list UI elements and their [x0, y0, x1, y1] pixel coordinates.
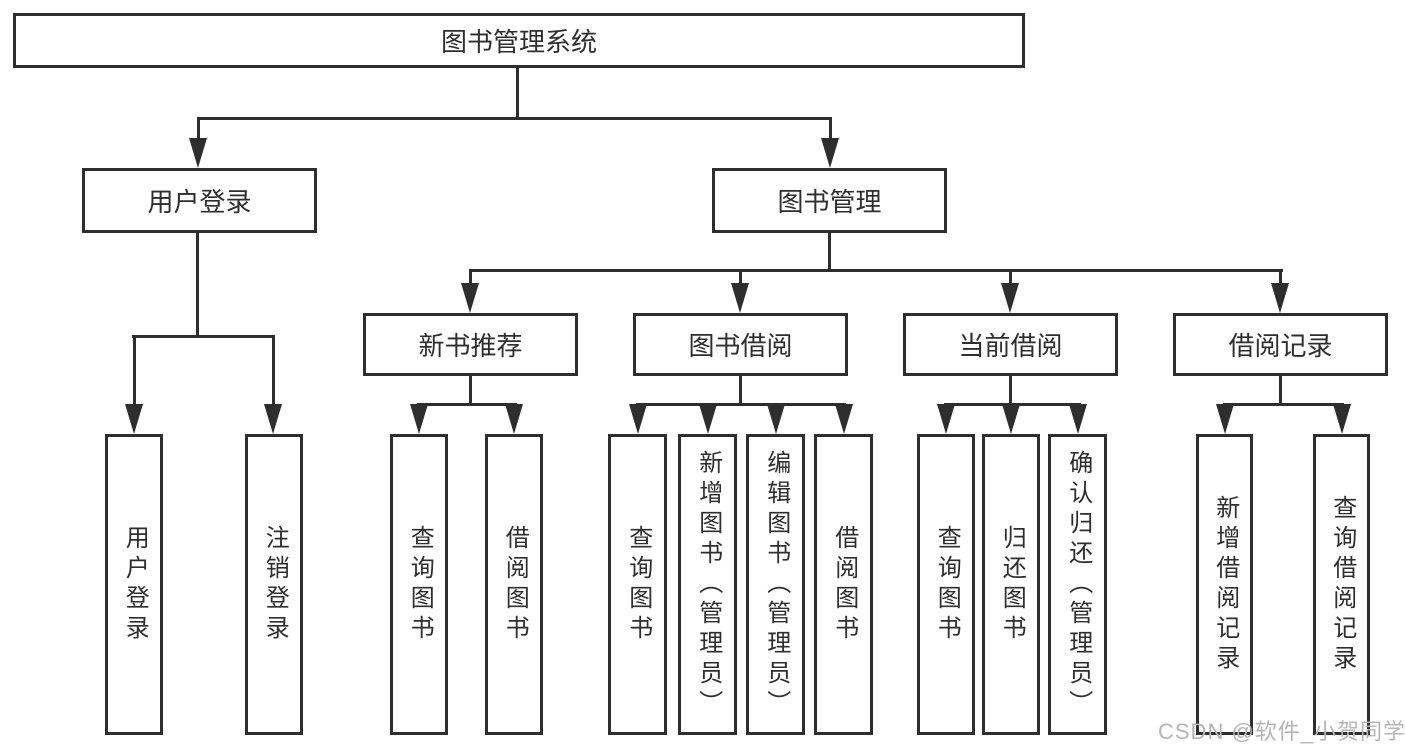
arrowhead-down-icon: [410, 404, 428, 434]
connector-vline: [196, 233, 199, 338]
node-label: 借阅图书: [830, 524, 858, 645]
connector-hline: [417, 403, 517, 406]
node-label: 归还图书: [998, 524, 1026, 645]
connector-hline: [469, 269, 1283, 272]
node-label: 用户登录: [147, 187, 252, 217]
arrowhead-down-icon: [505, 404, 523, 434]
arrowhead-down-icon: [629, 404, 647, 434]
arrowhead-down-icon: [1271, 283, 1289, 313]
node-new-book-recommend: 新书推荐: [363, 313, 578, 376]
node-borrowing-records: 借阅记录: [1173, 313, 1388, 376]
arrowhead-down-icon: [264, 404, 282, 434]
node-user-login: 用户登录: [82, 168, 317, 233]
node-current-borrowing: 当前借阅: [903, 313, 1118, 376]
connector-vline: [739, 376, 742, 406]
connector-hline: [132, 335, 275, 338]
leaf-cb-query-books: 查询图书: [917, 434, 975, 735]
arrowhead-down-icon: [821, 138, 839, 168]
arrowhead-down-icon: [731, 283, 749, 313]
node-label: 查询图书: [933, 524, 961, 645]
arrowhead-down-icon: [699, 404, 717, 434]
connector-vline: [469, 269, 472, 287]
connector-vline: [739, 269, 742, 287]
connector-vline: [829, 117, 832, 142]
leaf-cb-return-books: 归还图书: [982, 434, 1040, 735]
node-book-borrowing: 图书借阅: [633, 313, 848, 376]
node-label: 注销登录: [261, 524, 289, 645]
node-book-management: 图书管理: [712, 168, 947, 233]
node-label: 查询图书: [624, 524, 652, 645]
node-label: 图书借阅: [688, 331, 793, 361]
arrowhead-down-icon: [835, 404, 853, 434]
arrowhead-down-icon: [1001, 283, 1019, 313]
node-library-system: 图书管理系统: [13, 13, 1025, 68]
connector-hline: [197, 117, 832, 120]
connector-vline: [1279, 376, 1282, 406]
connector-vline: [1009, 269, 1012, 287]
node-label: 新书推荐: [418, 331, 523, 361]
node-label: 新增图书（管理员）: [694, 449, 722, 720]
arrowhead-down-icon: [1216, 404, 1234, 434]
arrowhead-down-icon: [1002, 404, 1020, 434]
node-label: 借阅图书: [501, 524, 529, 645]
node-label: 编辑图书（管理员）: [762, 449, 790, 720]
node-label: 查询借阅记录: [1328, 494, 1356, 675]
arrowhead-down-icon: [1333, 404, 1351, 434]
node-label: 借阅记录: [1228, 331, 1333, 361]
leaf-bb-edit-books-admin: 编辑图书（管理员）: [746, 434, 805, 735]
connector-vline: [197, 117, 200, 142]
node-label: 图书管理: [777, 187, 882, 217]
leaf-nbr-query-books: 查询图书: [390, 434, 448, 735]
connector-vline: [272, 335, 275, 407]
arrowhead-down-icon: [1069, 404, 1087, 434]
leaf-nbr-borrow-books: 借阅图书: [485, 434, 543, 735]
arrowhead-down-icon: [937, 404, 955, 434]
node-label: 确认归还（管理员）: [1064, 449, 1092, 720]
leaf-logout: 注销登录: [245, 434, 303, 735]
node-label: 当前借阅: [958, 331, 1063, 361]
leaf-bb-add-books-admin: 新增图书（管理员）: [678, 434, 737, 735]
connector-hline: [636, 403, 846, 406]
node-label: 查询图书: [406, 524, 434, 645]
leaf-bb-query-books: 查询图书: [608, 434, 667, 735]
connector-vline: [516, 68, 519, 120]
node-label: 用户登录: [121, 524, 149, 645]
node-label: 图书管理系统: [440, 27, 597, 57]
arrowhead-down-icon: [125, 404, 143, 434]
arrowhead-down-icon: [461, 283, 479, 313]
leaf-cb-confirm-return-admin: 确认归还（管理员）: [1048, 434, 1107, 735]
connector-vline: [469, 376, 472, 406]
leaf-bb-borrow-books: 借阅图书: [814, 434, 873, 735]
connector-vline: [1009, 376, 1012, 406]
connector-vline: [828, 233, 831, 272]
connector-vline: [1279, 269, 1282, 287]
connector-hline: [1223, 403, 1344, 406]
leaf-br-add-record: 新增借阅记录: [1196, 434, 1253, 735]
arrowhead-down-icon: [189, 138, 207, 168]
watermark: CSDN @软件_小贺同学: [1158, 719, 1405, 744]
arrowhead-down-icon: [767, 404, 785, 434]
connector-vline: [133, 335, 136, 407]
leaf-user-login: 用户登录: [105, 434, 163, 735]
node-label: 新增借阅记录: [1211, 494, 1239, 675]
leaf-br-query-record: 查询借阅记录: [1313, 434, 1370, 735]
